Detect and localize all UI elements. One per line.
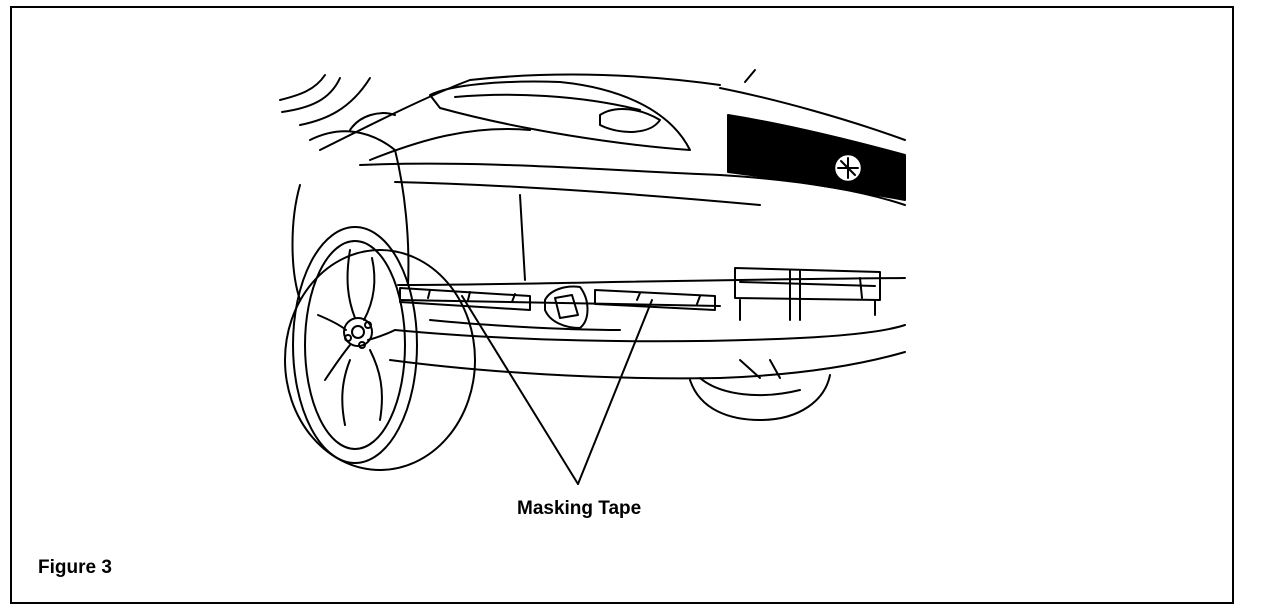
figure-frame [10, 6, 1234, 604]
car-body-outline [279, 69, 906, 301]
masking-tape-label: Masking Tape [517, 498, 642, 519]
callout-leader-lines [461, 295, 653, 485]
front-wheel [284, 226, 476, 471]
bumper-lower [389, 267, 906, 380]
rear-wheel [689, 359, 831, 421]
figure-caption: Figure 3 [38, 557, 112, 578]
